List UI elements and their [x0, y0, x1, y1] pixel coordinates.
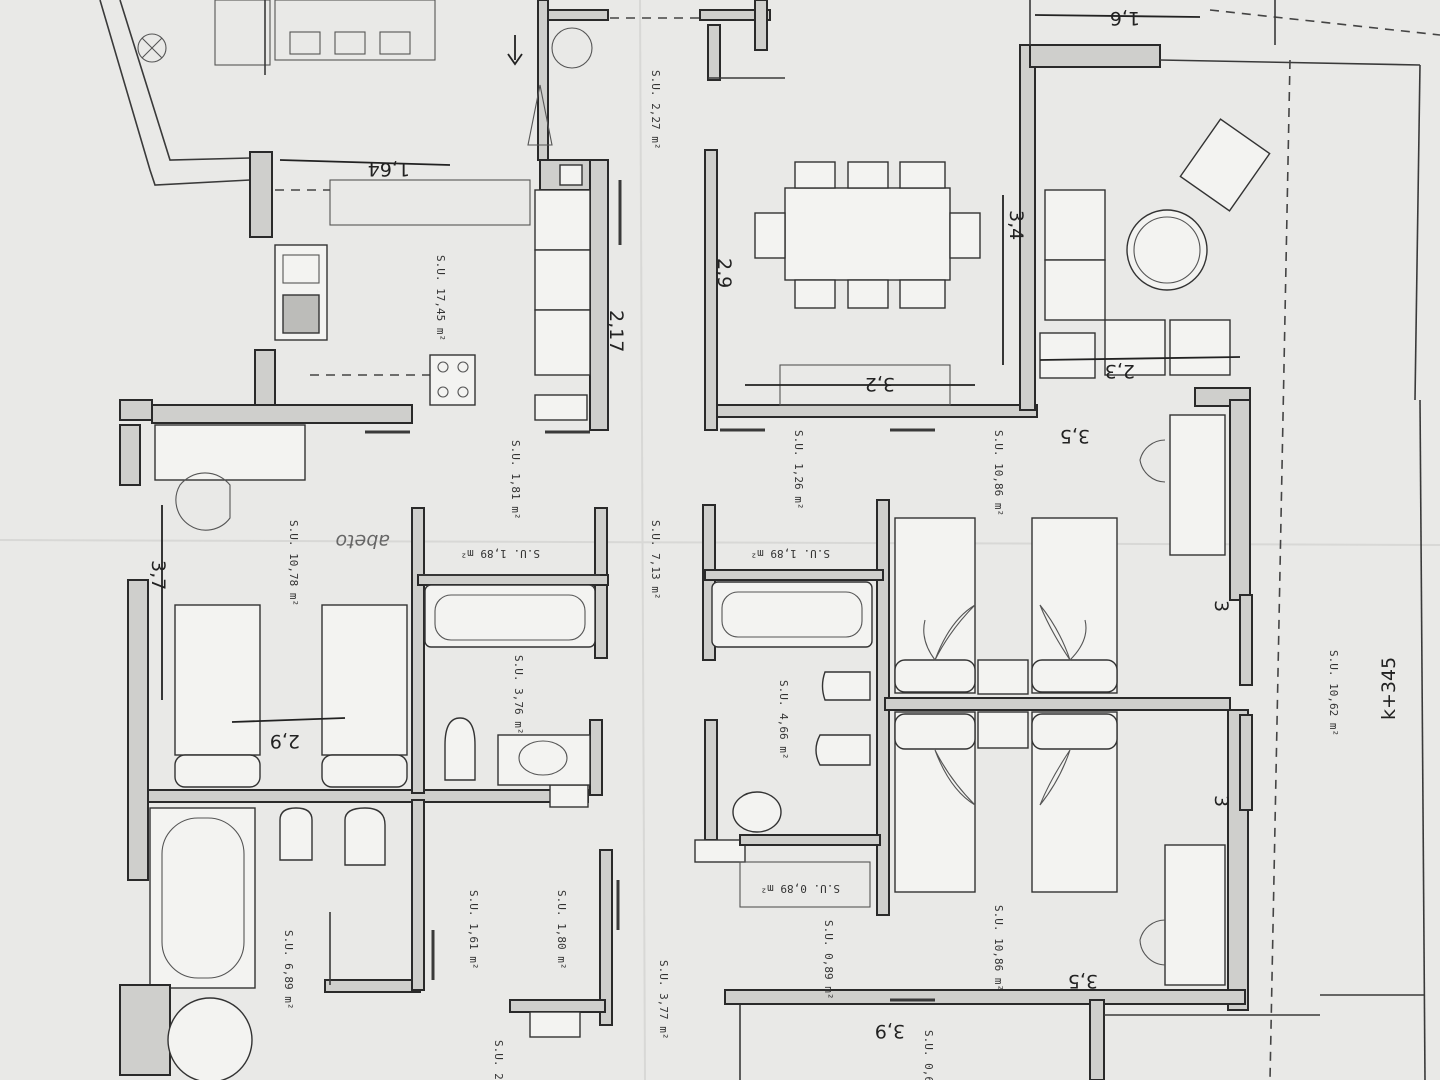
- area-label: S.U. 7,13 m²: [649, 520, 662, 599]
- dimension-label: 3,5: [1060, 425, 1090, 447]
- area-label: S.U. 1,89 m²: [461, 547, 540, 560]
- handwritten-note: abeto: [336, 530, 390, 552]
- dimension-label: 2,17: [605, 310, 627, 352]
- dimension-label: 3: [1210, 600, 1232, 612]
- area-label: S.U. 0,65 m²: [922, 1030, 935, 1080]
- dimension-label: 3: [1210, 795, 1232, 807]
- area-label: S.U. 2,27 m²: [649, 70, 662, 149]
- area-label: S.U. 4,66 m²: [777, 680, 790, 759]
- area-label: S.U. 10,62 m²: [1327, 650, 1340, 736]
- upper-left-room: [99, 0, 436, 186]
- dimension-label: 2,3: [1105, 360, 1135, 382]
- terrace: 1,6 S.U. 10,62 m² k+345: [1029, 0, 1440, 1080]
- paper-fold-line: [639, 0, 646, 1080]
- area-label: S.U. 2,1 m²: [492, 1040, 505, 1080]
- dimension-label: 3,5: [1068, 970, 1098, 992]
- area-label: S.U. 1,81 m²: [509, 440, 522, 519]
- area-label: S.U. 6,89 m²: [282, 930, 295, 1009]
- area-label: S.U. 3,76 m²: [512, 655, 525, 734]
- central-corridor: S.U. 7,13 m² S.U. 3,77 m² S.U. 1,26 m²: [649, 430, 805, 1039]
- dimension-label: 3,7: [147, 560, 169, 590]
- dimension-label: 3,9: [875, 1020, 905, 1042]
- dimension-label: 1,6: [1110, 7, 1140, 29]
- area-label: S.U. 1,61 m²: [467, 890, 480, 969]
- area-label: S.U. 17,45 m²: [434, 255, 447, 341]
- lower-left-bath: S.U. 6,89 m² S.U. 1,61 m² S.U. 1,80 m²: [119, 799, 620, 1080]
- area-label: S.U. 0,89 m²: [761, 882, 840, 895]
- area-label: S.U. 1,26 m²: [792, 430, 805, 509]
- right-bath: S.U. 1,89 m² S.U. 4,66 m² S.U. 0,89 m²: [694, 499, 890, 916]
- dimension-label: 3,2: [865, 373, 895, 395]
- door-marks: [365, 428, 935, 1002]
- dining-room: 3,2 2,9: [704, 149, 1038, 431]
- dimension-label: 1,64: [368, 158, 410, 180]
- area-label: S.U. 1,89 m²: [751, 547, 830, 560]
- area-label: S.U. 0,89 m²: [822, 920, 835, 999]
- left-bedroom: 2,9 3,7 abeto S.U. 10,78 m²: [119, 424, 589, 881]
- right-bedrooms: 3,5 3,5 3 3 S.U. 10,86 m² S.U. 10,86 m²: [724, 387, 1253, 1011]
- area-label: S.U. 3,77 m²: [657, 960, 670, 1039]
- living-room: 2,3 3,4: [1002, 44, 1421, 411]
- dimension-label: 3,4: [1005, 210, 1027, 240]
- dimension-label: 2,9: [713, 258, 735, 288]
- elevation-label: k+345: [1378, 657, 1400, 720]
- left-bath: S.U. 1,89 m² S.U. 3,76 m² S.U. 1,81 m²: [411, 440, 609, 808]
- top-hall: S.U. 2,27 m²: [507, 0, 785, 161]
- bottom-rooms: 3,9 S.U. 2,1 m² S.U. 0,65 m² S.U. 0,89 m…: [492, 920, 1320, 1080]
- area-label: S.U. 10,86 m²: [992, 430, 1005, 516]
- area-label: S.U. 1,80 m²: [555, 890, 568, 969]
- area-label: S.U. 10,86 m²: [992, 905, 1005, 991]
- dimension-label: 2,9: [270, 730, 300, 752]
- area-label: S.U. 10,78 m²: [287, 520, 300, 606]
- kitchen: 1,64 2,17 S.U. 17,45 m²: [119, 151, 627, 431]
